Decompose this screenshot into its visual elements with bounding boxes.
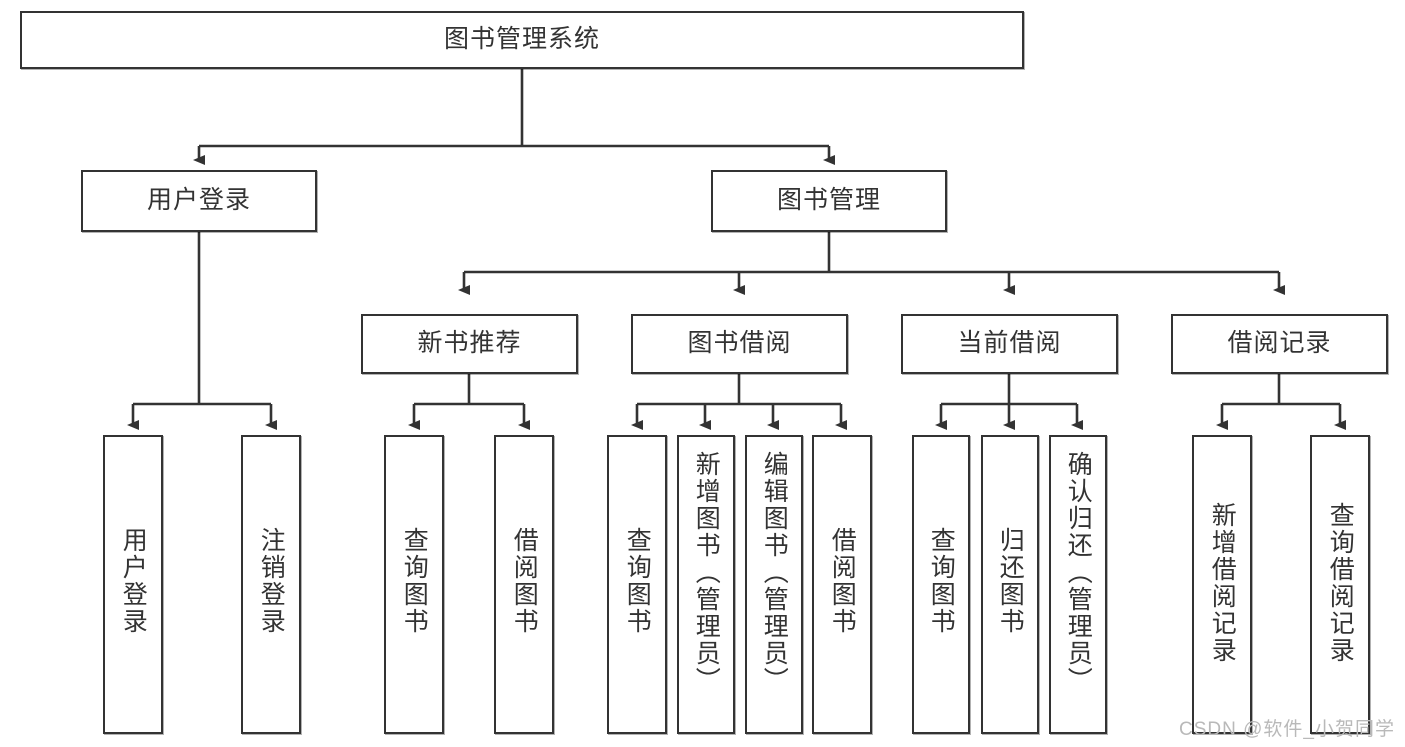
- leaf-query-book-new[interactable]: 查询图书: [384, 435, 444, 734]
- leaf-edit-book-admin[interactable]: 编辑图书（管理员）: [745, 435, 803, 734]
- leaf-user-login[interactable]: 用户登录: [103, 435, 163, 734]
- leaf-query-borrow-record-label: 查询借阅记录: [1326, 502, 1355, 664]
- leaf-add-book-admin[interactable]: 新增图书（管理员）: [677, 435, 735, 734]
- node-book-management-label: 图书管理: [776, 186, 881, 215]
- node-root[interactable]: 图书管理系统: [20, 11, 1024, 69]
- leaf-borrow-book-new-label: 借阅图书: [510, 527, 539, 635]
- node-new-book-recommend[interactable]: 新书推荐: [361, 314, 578, 374]
- node-book-management[interactable]: 图书管理: [711, 170, 947, 232]
- leaf-return-book[interactable]: 归还图书: [981, 435, 1039, 734]
- node-user-login[interactable]: 用户登录: [81, 170, 317, 232]
- leaf-logout-label: 注销登录: [257, 527, 286, 635]
- leaf-query-borrow-record[interactable]: 查询借阅记录: [1310, 435, 1370, 734]
- leaf-query-book-current-label: 查询图书: [927, 527, 956, 635]
- leaf-add-book-admin-label: 新增图书（管理员）: [692, 451, 721, 694]
- node-borrow-record[interactable]: 借阅记录: [1171, 314, 1388, 374]
- leaf-add-borrow-record-label: 新增借阅记录: [1208, 502, 1237, 664]
- leaf-add-borrow-record[interactable]: 新增借阅记录: [1192, 435, 1252, 734]
- node-root-label: 图书管理系统: [443, 25, 600, 54]
- leaf-query-book-new-label: 查询图书: [400, 527, 429, 635]
- leaf-user-login-label: 用户登录: [119, 527, 148, 635]
- node-user-login-label: 用户登录: [146, 186, 251, 215]
- leaf-logout[interactable]: 注销登录: [241, 435, 301, 734]
- node-book-borrow-label: 图书借阅: [687, 329, 792, 358]
- leaf-borrow-book[interactable]: 借阅图书: [812, 435, 872, 734]
- leaf-confirm-return-admin[interactable]: 确认归还（管理员）: [1049, 435, 1107, 734]
- leaf-return-book-label: 归还图书: [996, 527, 1025, 635]
- leaf-query-book-current[interactable]: 查询图书: [912, 435, 970, 734]
- leaf-query-book-borrow-label: 查询图书: [623, 527, 652, 635]
- node-new-book-recommend-label: 新书推荐: [417, 329, 522, 358]
- leaf-query-book-borrow[interactable]: 查询图书: [607, 435, 667, 734]
- node-current-borrow[interactable]: 当前借阅: [901, 314, 1118, 374]
- node-borrow-record-label: 借阅记录: [1227, 329, 1332, 358]
- leaf-edit-book-admin-label: 编辑图书（管理员）: [760, 451, 789, 694]
- leaf-confirm-return-admin-label: 确认归还（管理员）: [1064, 451, 1093, 694]
- watermark: CSDN @软件_小贺同学: [1179, 719, 1395, 740]
- node-book-borrow[interactable]: 图书借阅: [631, 314, 848, 374]
- leaf-borrow-book-new[interactable]: 借阅图书: [494, 435, 554, 734]
- leaf-borrow-book-label: 借阅图书: [828, 527, 857, 635]
- node-current-borrow-label: 当前借阅: [957, 329, 1062, 358]
